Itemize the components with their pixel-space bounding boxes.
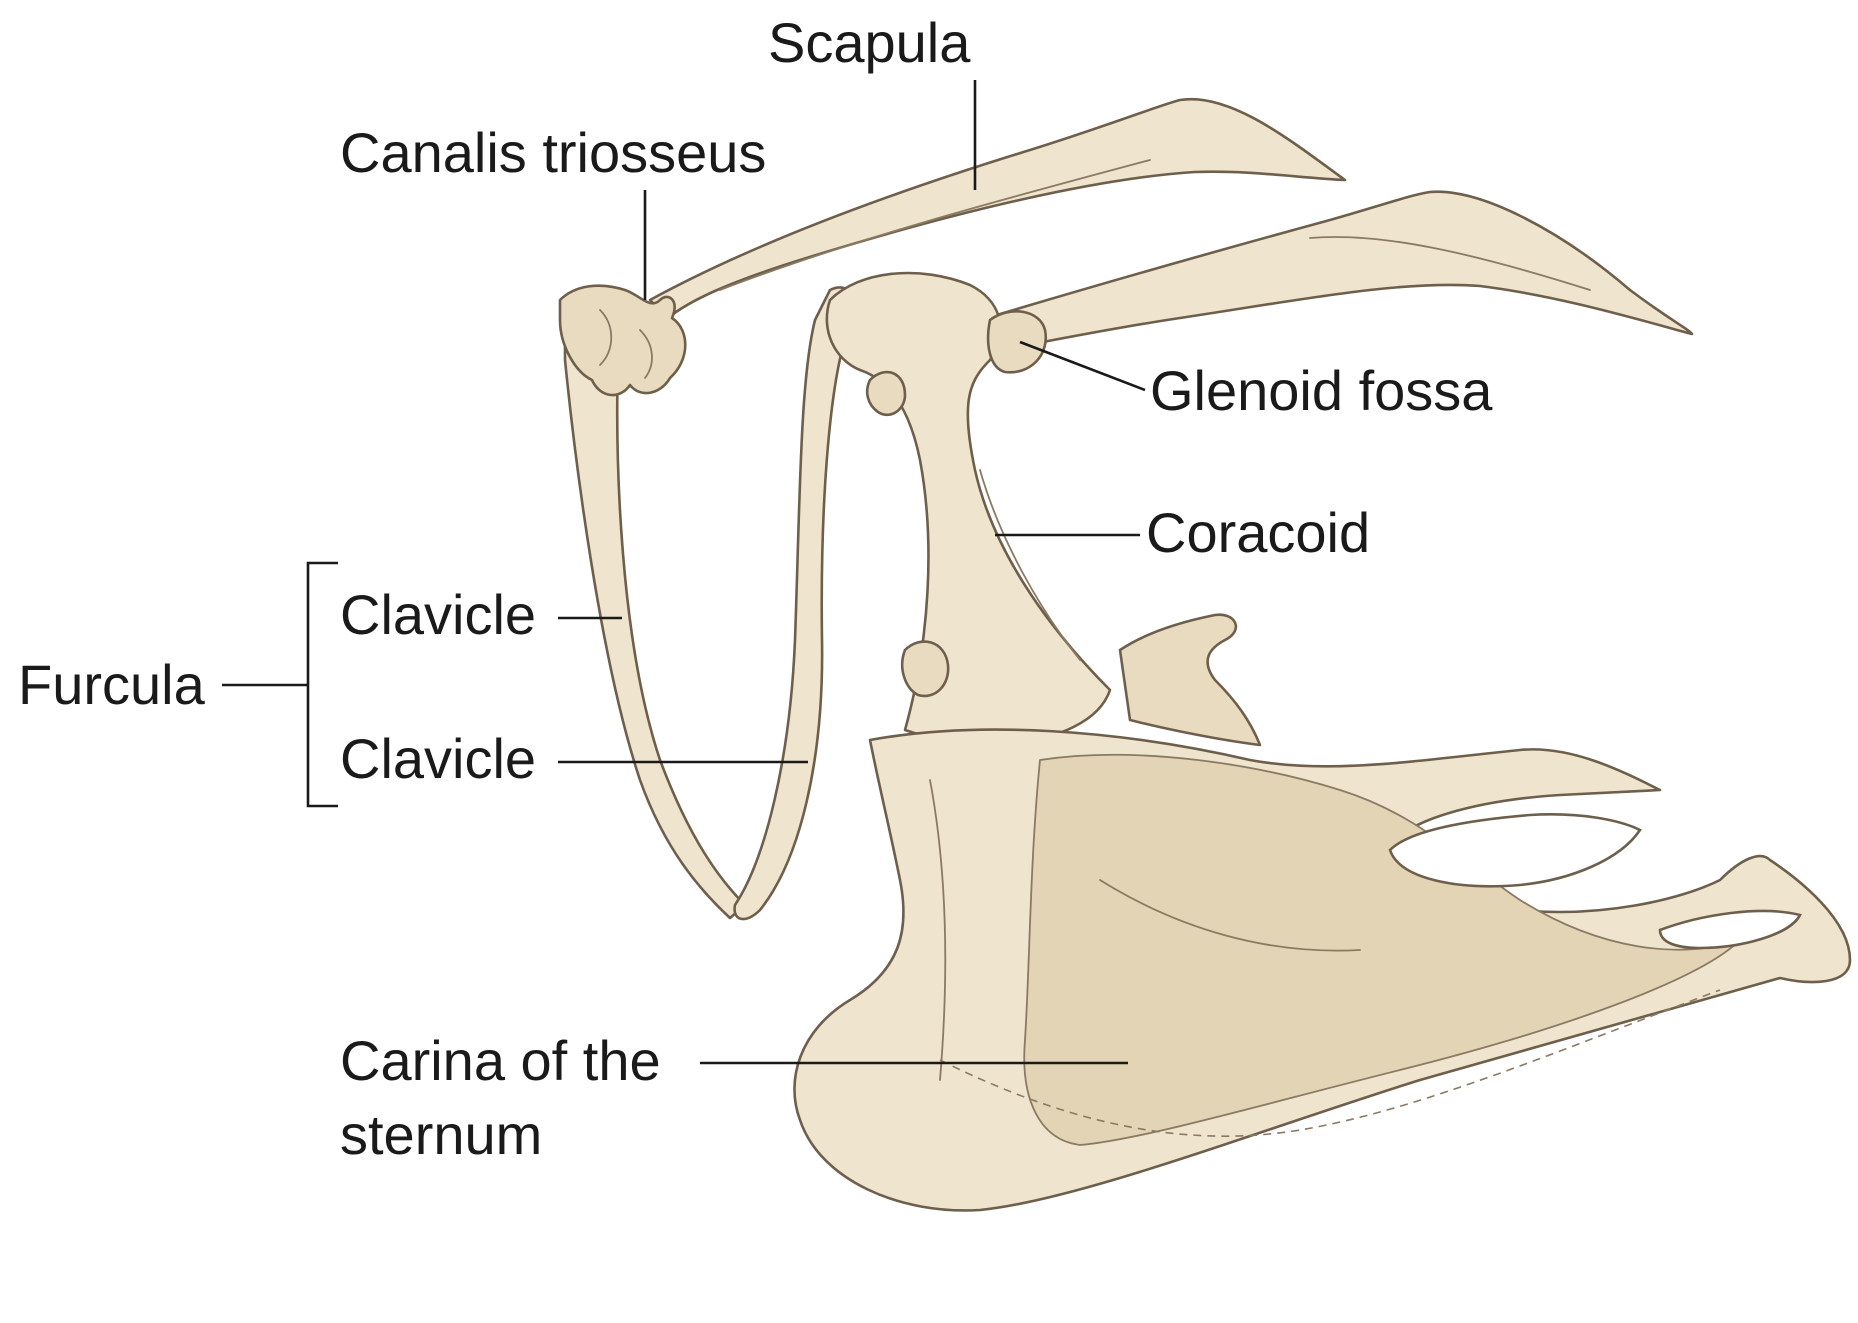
furcula-base-knob: [902, 642, 948, 696]
furcula-bracket: [308, 563, 338, 806]
acrocoracoid-process: [867, 372, 905, 415]
label-canalis-triosseus: Canalis triosseus: [340, 116, 766, 190]
label-carina-line2: sternum: [340, 1098, 542, 1172]
label-glenoid-fossa: Glenoid fossa: [1150, 354, 1492, 428]
label-furcula: Furcula: [18, 648, 205, 722]
leader-glenoid-fossa: [1020, 342, 1145, 390]
sternal-process: [1120, 615, 1260, 745]
label-clavicle-lower: Clavicle: [340, 722, 536, 796]
label-scapula: Scapula: [768, 6, 970, 80]
sternal-notch: [1390, 814, 1640, 886]
label-coracoid: Coracoid: [1146, 496, 1370, 570]
label-carina-line1: Carina of the: [340, 1024, 661, 1098]
glenoid-fossa-bone: [988, 311, 1046, 372]
coracoid-bone: [827, 273, 1110, 746]
furcula-clavicle-left: [565, 310, 745, 918]
furcula-clavicle-right: [735, 287, 854, 919]
label-clavicle-upper: Clavicle: [340, 578, 536, 652]
glenoid-blade-bone: [980, 192, 1692, 352]
